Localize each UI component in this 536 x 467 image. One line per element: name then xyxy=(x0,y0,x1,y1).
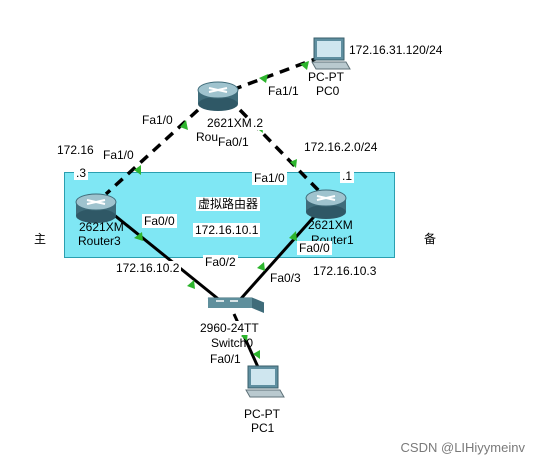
link-up-indicator xyxy=(290,159,297,168)
router3-ip-label: 172.16.10.2 xyxy=(114,261,182,275)
router3-model-label: 2621XM xyxy=(79,220,124,234)
pc-icon[interactable] xyxy=(311,37,351,70)
top-router-ip-suffix: .2 xyxy=(251,116,266,130)
link-up-indicator xyxy=(257,262,265,271)
link-up-indicator xyxy=(134,232,143,241)
backup-side-label: 备 xyxy=(424,232,437,246)
vrrp-group-label: 虚拟路由器 xyxy=(196,197,261,211)
pc1-type-label: PC-PT xyxy=(244,407,280,421)
router3-name-label: Router3 xyxy=(78,234,121,248)
link-up-indicator xyxy=(253,350,260,359)
pc0-type-label: PC-PT xyxy=(308,70,344,84)
router-icon[interactable] xyxy=(305,189,347,219)
pc1-name-label: PC1 xyxy=(251,421,275,435)
top-router-name-label: Rou xyxy=(196,130,219,144)
link-router1-switch0 xyxy=(236,209,322,303)
link-up-indicator xyxy=(134,165,141,175)
switch-name-label: Switch0 xyxy=(211,336,254,350)
link-up-indicator xyxy=(187,280,195,289)
switch-fa01-label: Fa0/1 xyxy=(208,352,243,366)
link-router3-switch0 xyxy=(107,208,223,304)
router-icon[interactable] xyxy=(197,81,239,111)
router3-fa10-label: Fa1/0 xyxy=(103,148,134,162)
pc-icon[interactable] xyxy=(245,365,285,398)
link-up-indicator xyxy=(259,74,268,83)
router-icon[interactable] xyxy=(75,193,117,223)
link-up-indicator xyxy=(289,231,297,241)
switch-icon[interactable] xyxy=(207,297,265,313)
top-router-fa11-label: Fa1/1 xyxy=(268,84,299,98)
router3-ip-suffix: .3 xyxy=(74,166,89,180)
switch-model-label: 2960-24TT xyxy=(198,321,261,335)
router1-ip-label: 172.16.10.3 xyxy=(311,264,379,278)
top-router-fa01-label: Fa0/1 xyxy=(218,135,249,149)
top-router-fa10-label: Fa1/0 xyxy=(142,113,173,127)
virtual-ip-label: 172.16.10.1 xyxy=(193,223,261,237)
pc0-name-label: PC0 xyxy=(316,84,340,98)
top-router-model-label: 2621XM xyxy=(207,116,252,130)
switch-fa02-label: Fa0/2 xyxy=(203,255,238,269)
right-network-label: 172.16.2.0/24 xyxy=(304,140,378,154)
master-side-label: 主 xyxy=(34,232,47,246)
left-network-label: 172.16 xyxy=(57,143,94,157)
pc0-network-label: 172.16.31.120/24 xyxy=(349,43,443,57)
watermark-text: CSDN @LIHiyymeinv xyxy=(400,440,525,455)
switch-fa03-label: Fa0/3 xyxy=(268,271,303,285)
router1-fa00-label: Fa0/0 xyxy=(297,241,332,255)
router3-fa00-label: Fa0/0 xyxy=(142,214,177,228)
link-up-indicator xyxy=(180,120,188,130)
link-up-indicator xyxy=(300,61,309,70)
router1-model-label: 2621XM xyxy=(308,218,353,232)
router1-fa10-label: Fa1/0 xyxy=(252,171,287,185)
router1-ip-suffix: .1 xyxy=(340,169,355,183)
